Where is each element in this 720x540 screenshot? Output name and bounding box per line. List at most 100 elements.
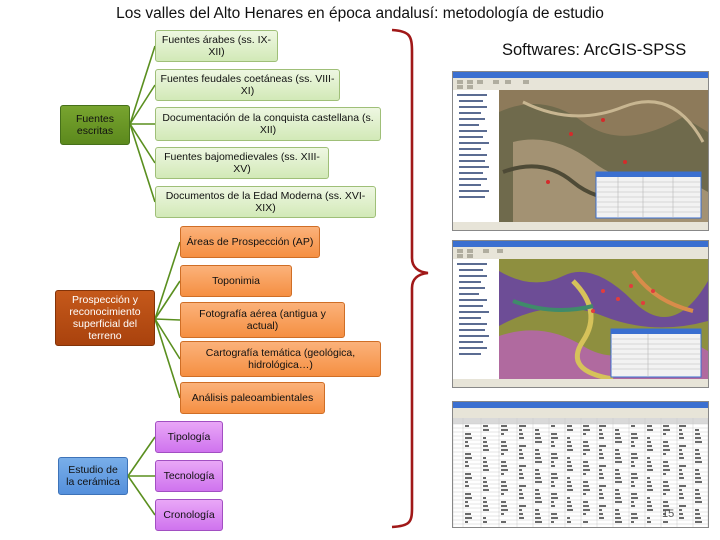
sheet-cell-mark: [483, 445, 488, 447]
sheet-cell-mark: [551, 513, 557, 515]
sheet-cell-mark: [663, 481, 668, 483]
sheet-cell-mark: [599, 449, 602, 451]
sheet-cell-mark: [663, 441, 668, 443]
sheet-cell-mark: [679, 493, 683, 495]
sheet-cell-mark: [663, 501, 668, 503]
sheet-cell-mark: [465, 445, 469, 447]
sheet-cell-mark: [679, 425, 686, 427]
sheet-cell-mark: [535, 453, 540, 455]
sheet-cell-mark: [631, 501, 634, 503]
sheet-cell-mark: [551, 497, 558, 499]
sheet-cell-mark: [631, 497, 638, 499]
sheet-cell-mark: [679, 437, 684, 439]
sheet-cell-mark: [535, 517, 541, 519]
sheet-cell-mark: [599, 497, 604, 499]
connector-line: [154, 318, 181, 321]
page-number: 15: [662, 508, 675, 520]
sheet-cell-mark: [535, 493, 540, 495]
node-toponimia: Toponimia: [180, 265, 292, 297]
sheet-cell-mark: [663, 433, 666, 435]
sheet-cell-mark: [519, 469, 522, 471]
sheet-cell-mark: [501, 449, 508, 451]
sheet-cell-mark: [647, 437, 650, 439]
sheet-cell-mark: [695, 457, 701, 459]
sheet-cell-mark: [483, 485, 488, 487]
sheet-cell-mark: [615, 517, 621, 519]
connector-line: [154, 318, 181, 399]
sheet-cell-mark: [615, 433, 620, 435]
sheet-cell-mark: [631, 521, 634, 523]
sheet-cell-mark: [465, 513, 471, 515]
sheet-cell-mark: [663, 461, 668, 463]
sheet-cell-mark: [465, 457, 472, 459]
sheet-cell-mark: [567, 505, 572, 507]
sheet-cell-mark: [679, 429, 682, 431]
sheet-cell-mark: [647, 497, 650, 499]
sheet-cell-mark: [695, 433, 700, 435]
sheet-cell-mark: [679, 505, 686, 507]
sheet-cell-mark: [647, 449, 653, 451]
sheet-cell-mark: [631, 505, 635, 507]
sheet-cell-mark: [567, 521, 571, 523]
sheet-cell-mark: [599, 457, 604, 459]
sheet-cell-mark: [615, 469, 619, 471]
sheet-cell-mark: [519, 509, 522, 511]
sheet-cell-mark: [647, 425, 652, 427]
sheet-cell-mark: [535, 513, 540, 515]
sheet-cell-mark: [535, 509, 539, 511]
sheet-cell-mark: [679, 509, 682, 511]
hub-ceramica: Estudio de la cerámica: [58, 457, 128, 495]
sheet-cell-mark: [535, 449, 539, 451]
sheet-cell-mark: [631, 513, 637, 515]
sheet-cell-mark: [615, 441, 622, 443]
sheet-cell-mark: [551, 465, 555, 467]
sheet-cell-mark: [599, 429, 602, 431]
arcgis-screenshot-1: [452, 71, 709, 231]
sheet-cell-mark: [583, 481, 588, 483]
hub-prospeccion: Prospección y reconocimiento superficial…: [55, 290, 155, 346]
connector-line: [129, 123, 156, 164]
sheet-cell-mark: [679, 513, 683, 515]
sheet-cell-mark: [647, 461, 651, 463]
node-fuentes-arabes: Fuentes árabes (ss. IX-XII): [155, 30, 278, 62]
sheet-cell-mark: [679, 473, 683, 475]
sheet-cell-mark: [483, 425, 488, 427]
sheet-cell-mark: [519, 445, 526, 447]
sheet-cell-mark: [679, 457, 684, 459]
sheet-cell-mark: [583, 473, 586, 475]
sheet-cell-mark: [615, 497, 621, 499]
sheet-cell-mark: [567, 449, 573, 451]
sheet-cell-mark: [501, 433, 504, 435]
sheet-cell-mark: [695, 509, 699, 511]
sheet-cell-mark: [551, 505, 555, 507]
sheet-cell-mark: [583, 433, 586, 435]
sheet-cell-mark: [663, 489, 670, 491]
sheet-cell-mark: [583, 469, 590, 471]
sheet-cell-mark: [465, 501, 468, 503]
sheet-cell-mark: [647, 505, 652, 507]
sheet-cell-mark: [631, 453, 637, 455]
connector-line: [154, 241, 181, 320]
sheet-cell-mark: [663, 449, 670, 451]
sheet-cell-mark: [663, 505, 669, 507]
sheet-cell-mark: [483, 509, 489, 511]
sheet-cell-mark: [663, 521, 668, 523]
sheet-cell-mark: [695, 473, 700, 475]
sheet-cell-mark: [583, 453, 586, 455]
sheet-cell-mark: [695, 513, 700, 515]
sheet-cell-mark: [679, 465, 686, 467]
sheet-cell-mark: [615, 509, 619, 511]
sheet-cell-mark: [583, 429, 590, 431]
sheet-cell-mark: [647, 477, 650, 479]
sheet-cell-mark: [567, 457, 570, 459]
sheet-cell-mark: [679, 489, 682, 491]
sheet-cell-mark: [615, 477, 621, 479]
sheet-cell-mark: [695, 481, 702, 483]
sheet-cell-mark: [535, 489, 539, 491]
sheet-cell-mark: [695, 449, 699, 451]
sheet-cell-mark: [679, 453, 683, 455]
sheet-cell-mark: [647, 489, 653, 491]
spss-screenshot: [452, 401, 709, 528]
sheet-cell-mark: [483, 469, 489, 471]
sheet-cell-mark: [567, 469, 573, 471]
